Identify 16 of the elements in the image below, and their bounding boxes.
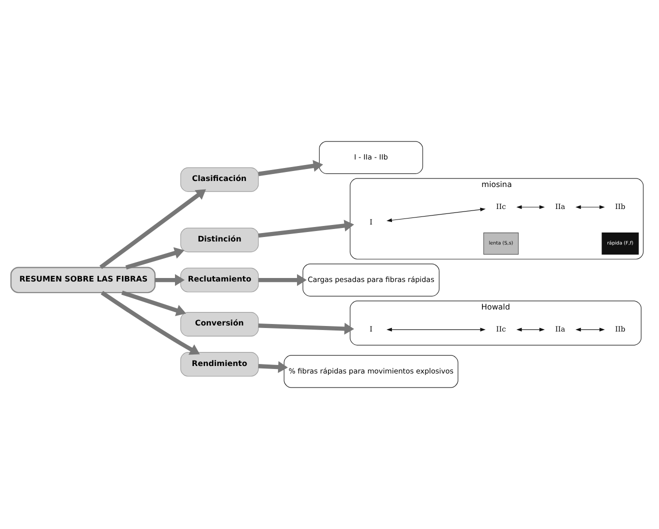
arrow xyxy=(576,205,605,210)
arrow xyxy=(516,328,545,332)
arrow xyxy=(121,290,186,316)
arrow xyxy=(576,328,605,332)
arrow xyxy=(258,160,324,176)
arrow xyxy=(100,290,200,355)
arrow xyxy=(155,274,185,286)
arrow xyxy=(386,328,486,332)
arrow xyxy=(99,189,206,269)
arrow xyxy=(258,220,354,238)
arrow xyxy=(258,361,288,373)
arrow xyxy=(516,205,545,210)
arrow xyxy=(125,247,184,270)
arrow xyxy=(258,274,307,286)
arrow xyxy=(386,208,486,222)
arrow xyxy=(258,322,354,335)
